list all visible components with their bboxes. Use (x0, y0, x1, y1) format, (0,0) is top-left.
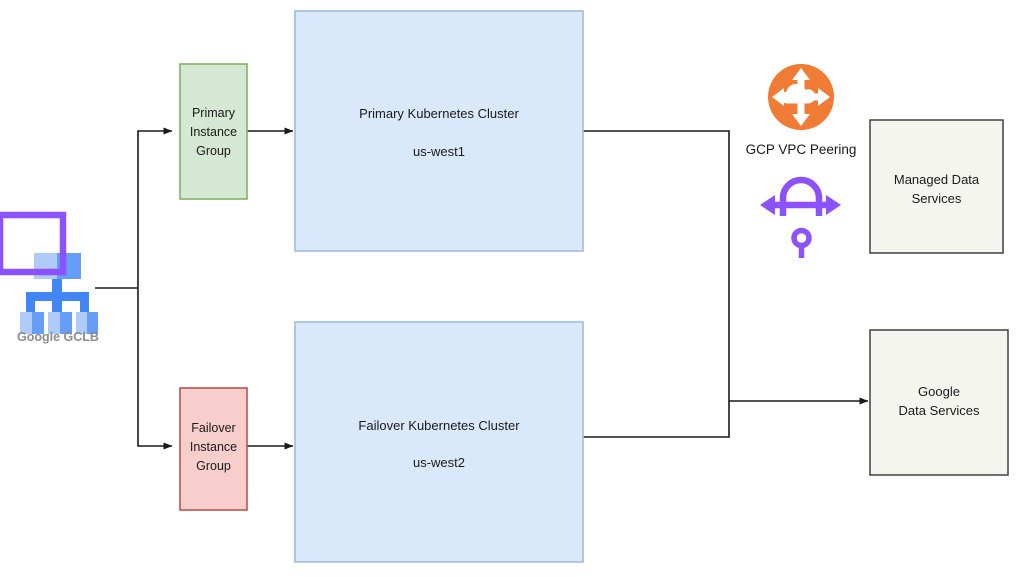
managed-data-services-line2: Services (912, 191, 962, 206)
private-link-node[interactable] (0, 176, 841, 276)
primary-cluster-box (294, 10, 584, 252)
failover-cluster-region: us-west2 (413, 455, 465, 470)
failover-cluster-title: Failover Kubernetes Cluster (358, 418, 520, 433)
google-data-services-box (869, 329, 1009, 476)
edge-failover-cluster-to-trunk (583, 401, 730, 438)
failover-cluster-box (294, 321, 584, 563)
primary-instance-group-line2: Instance (190, 125, 237, 139)
failover-instance-group-line1: Failover (191, 421, 235, 435)
edge-gclb-to-failover-instance-group (137, 288, 173, 450)
primary-cluster-node[interactable]: Primary Kubernetes Cluster us-west1 (294, 10, 584, 252)
failover-instance-group-box (179, 387, 248, 511)
padlock-bidirectional-arrow-icon (0, 176, 823, 276)
failover-instance-group-node[interactable]: Failover Instance Group (179, 387, 248, 511)
failover-cluster-node[interactable]: Failover Kubernetes Cluster us-west2 (294, 321, 584, 563)
vpc-peering-icon (768, 64, 834, 130)
failover-instance-group-line3: Group (196, 459, 231, 473)
edge-gclb-to-primary-instance-group (137, 127, 173, 288)
managed-data-services-node[interactable]: Managed Data Services (869, 119, 1004, 254)
gclb-node[interactable]: Google GCLB (17, 253, 99, 344)
failover-instance-group-line2: Instance (190, 440, 237, 454)
primary-instance-group-line3: Group (196, 144, 231, 158)
managed-data-services-line1: Managed Data (894, 172, 980, 187)
vpc-peering-label: GCP VPC Peering (746, 142, 857, 157)
google-data-services-line2: Data Services (899, 403, 980, 418)
google-cloud-load-balancer-icon (20, 253, 98, 334)
primary-instance-group-node[interactable]: Primary Instance Group (179, 63, 248, 200)
gclb-label: Google GCLB (17, 330, 99, 344)
primary-cluster-region: us-west1 (413, 144, 465, 159)
managed-data-services-box (869, 119, 1004, 254)
google-data-services-line1: Google (918, 384, 960, 399)
primary-cluster-title: Primary Kubernetes Cluster (359, 106, 519, 121)
google-data-services-node[interactable]: Google Data Services (869, 329, 1009, 476)
bidirectional-arrow-icon (760, 195, 841, 215)
primary-instance-group-box (179, 63, 248, 200)
edge-primary-cluster-to-trunk (583, 130, 730, 401)
primary-instance-group-line1: Primary (192, 106, 236, 120)
vpc-peering-node[interactable]: GCP VPC Peering (746, 64, 857, 157)
